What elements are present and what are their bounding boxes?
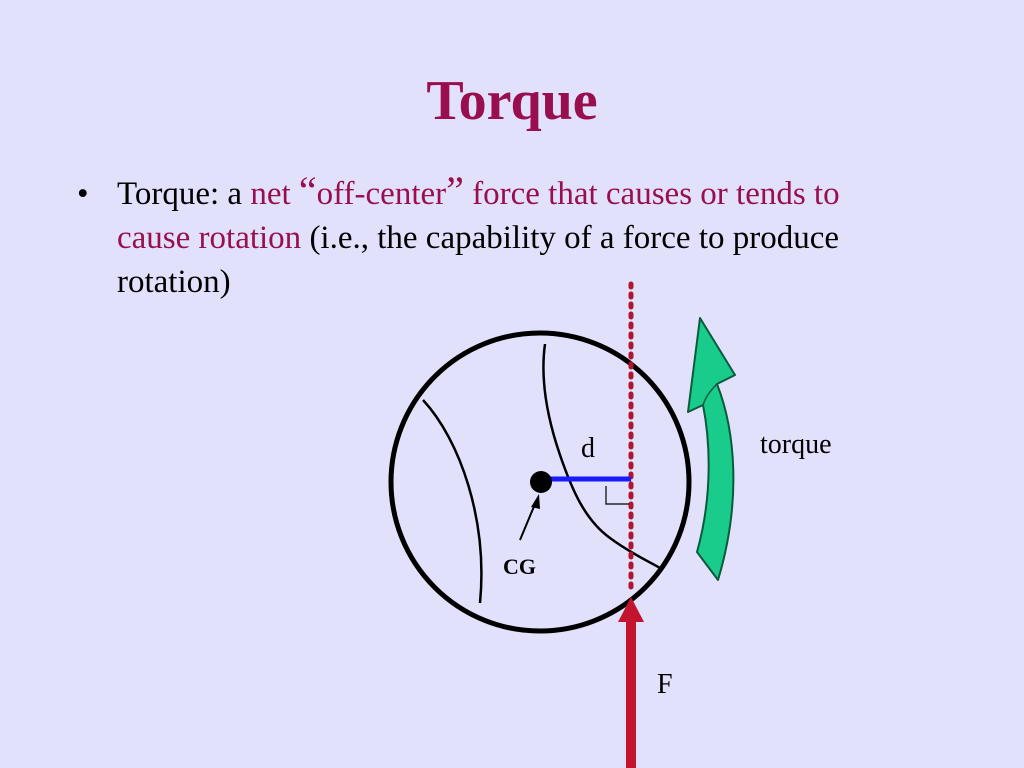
label-f: F (657, 669, 673, 700)
ball-seam-left (422, 399, 483, 604)
bullet-list: • Torque: a net “off-center” force that … (72, 171, 892, 304)
force-arrow-head (618, 597, 644, 622)
torque-arrow-inner-fold (702, 383, 718, 406)
bullet-highlight-rotation: force that causes or tends to cause rota… (117, 176, 840, 256)
ball-seam-center (542, 343, 661, 570)
cg-pointer-arrowhead (531, 494, 540, 509)
ball-outline (388, 330, 692, 634)
slide-title: Torque (426, 70, 598, 132)
bullet-lead-text: Torque: a (117, 176, 251, 212)
bullet-marker: • (77, 176, 89, 212)
cg-pointer-line (519, 503, 536, 541)
cg-dot (530, 471, 552, 493)
bullet-highlight-net: net (250, 176, 299, 212)
force-arrow-shaft (626, 620, 636, 768)
label-cg: CG (503, 554, 536, 579)
close-quote-mark: ” (446, 168, 464, 213)
right-angle-marker (605, 486, 629, 505)
label-torque: torque (760, 429, 832, 460)
open-quote-mark: “ (298, 168, 317, 213)
torque-curved-arrow (687, 317, 736, 581)
bullet-torque-definition: • Torque: a net “off-center” force that … (72, 171, 892, 304)
bullet-highlight-off-center: off-center (316, 176, 447, 212)
label-d: d (581, 433, 595, 464)
bullet-rest-text: (i.e., the capability of a force to prod… (117, 220, 840, 300)
